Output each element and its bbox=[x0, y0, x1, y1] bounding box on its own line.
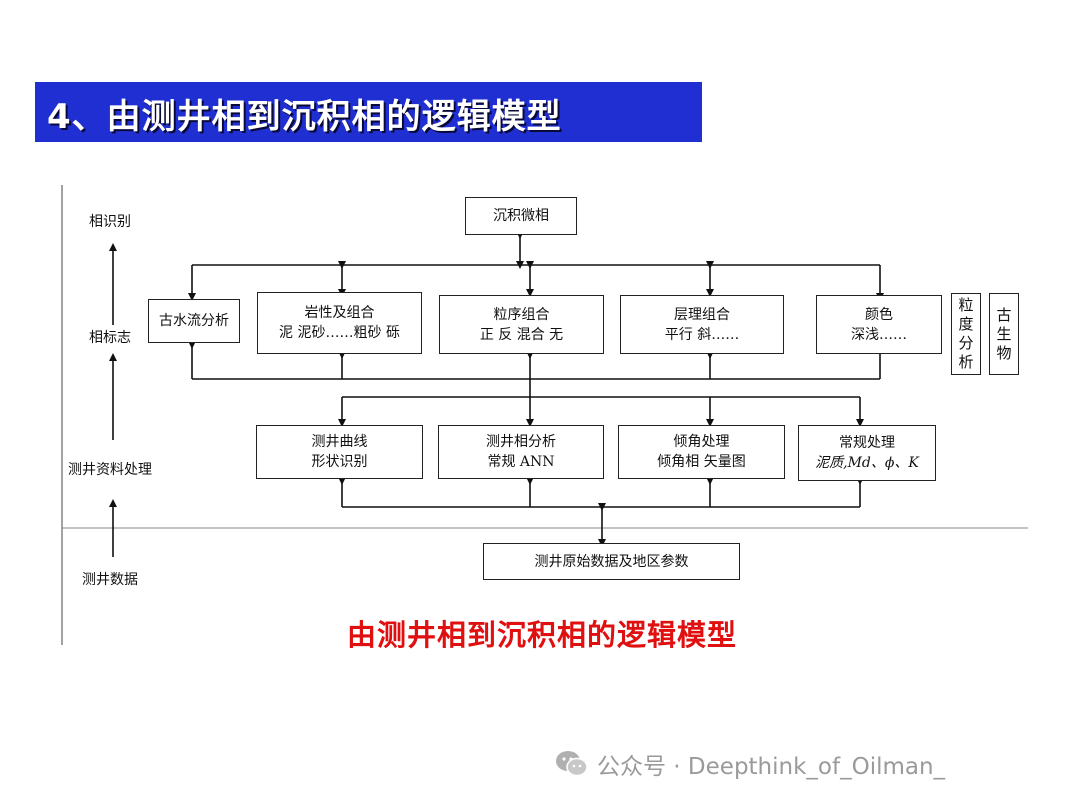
curve-shape-box: 测井曲线 形状识别 bbox=[256, 425, 423, 479]
conventional-line1: 常规处理 bbox=[839, 435, 895, 451]
diagram-caption: 由测井相到沉积相的逻辑模型 bbox=[346, 618, 737, 652]
wechat-icon bbox=[556, 751, 588, 777]
paleontology-box: 古生物 bbox=[989, 293, 1019, 375]
label-log-data: 测井数据 bbox=[82, 572, 138, 588]
paleocurrent-box: 古水流分析 bbox=[148, 299, 240, 343]
color-box: 颜色 深浅…… bbox=[816, 295, 942, 354]
dip-processing-box: 倾角处理 倾角相 矢量图 bbox=[618, 425, 785, 479]
logic-model-diagram: 相识别 相标志 测井资料处理 测井数据 沉积微相 古水流分析 岩性及组合 泥 泥… bbox=[60, 185, 1030, 645]
curve-shape-line1: 测井曲线 bbox=[311, 434, 368, 450]
conventional-processing-box: 常规处理 泥质,Md、ϕ、K bbox=[798, 425, 936, 481]
grain-sequence-box: 粒序组合 正 反 混合 无 bbox=[439, 295, 604, 354]
log-facies-analysis-box: 测井相分析 常规 ANN bbox=[438, 425, 604, 479]
grain-sequence-line1: 粒序组合 bbox=[493, 306, 550, 323]
log-facies-line2: 常规 ANN bbox=[487, 454, 555, 470]
title-bar: 4、由测井相到沉积相的逻辑模型 bbox=[35, 82, 702, 142]
dip-processing-line2: 倾角相 矢量图 bbox=[657, 454, 746, 470]
page-title: 4、由测井相到沉积相的逻辑模型 bbox=[47, 97, 562, 137]
dip-processing-line1: 倾角处理 bbox=[673, 434, 730, 450]
bedding-box: 层理组合 平行 斜…… bbox=[620, 295, 784, 354]
grain-sequence-line2: 正 反 混合 无 bbox=[479, 326, 564, 343]
raw-log-data-box: 测井原始数据及地区参数 bbox=[483, 543, 740, 580]
curve-shape-line2: 形状识别 bbox=[311, 454, 368, 470]
watermark-text: 公众号 · Deepthink_of_Oilman_ bbox=[597, 754, 946, 780]
connector-lines bbox=[61, 185, 1028, 645]
sedimentary-microfacies-box: 沉积微相 bbox=[465, 197, 577, 235]
log-facies-line1: 测井相分析 bbox=[486, 434, 556, 450]
bedding-line2: 平行 斜…… bbox=[664, 326, 740, 343]
label-facies-identification: 相识别 bbox=[89, 214, 131, 230]
raw-log-data-label: 测井原始数据及地区参数 bbox=[534, 553, 689, 570]
color-line2: 深浅…… bbox=[851, 326, 907, 343]
lithology-box: 岩性及组合 泥 泥砂……粗砂 砾 bbox=[257, 292, 422, 354]
color-line1: 颜色 bbox=[865, 306, 893, 323]
grain-size-analysis-box: 粒度分析 bbox=[951, 293, 981, 375]
lithology-line1: 岩性及组合 bbox=[304, 305, 375, 321]
lithology-line2: 泥 泥砂……粗砂 砾 bbox=[279, 325, 400, 341]
conventional-line2: 泥质,Md、ϕ、K bbox=[815, 455, 919, 471]
label-log-processing: 测井资料处理 bbox=[68, 462, 152, 478]
grain-size-analysis-label: 粒度分析 bbox=[958, 296, 974, 371]
watermark: 公众号 · Deepthink_of_Oilman_ bbox=[555, 748, 945, 780]
sedimentary-microfacies-label: 沉积微相 bbox=[493, 208, 549, 224]
label-facies-marker: 相标志 bbox=[89, 330, 131, 346]
paleontology-label: 古生物 bbox=[996, 305, 1012, 362]
paleocurrent-label: 古水流分析 bbox=[159, 313, 229, 329]
bedding-line1: 层理组合 bbox=[674, 306, 730, 323]
